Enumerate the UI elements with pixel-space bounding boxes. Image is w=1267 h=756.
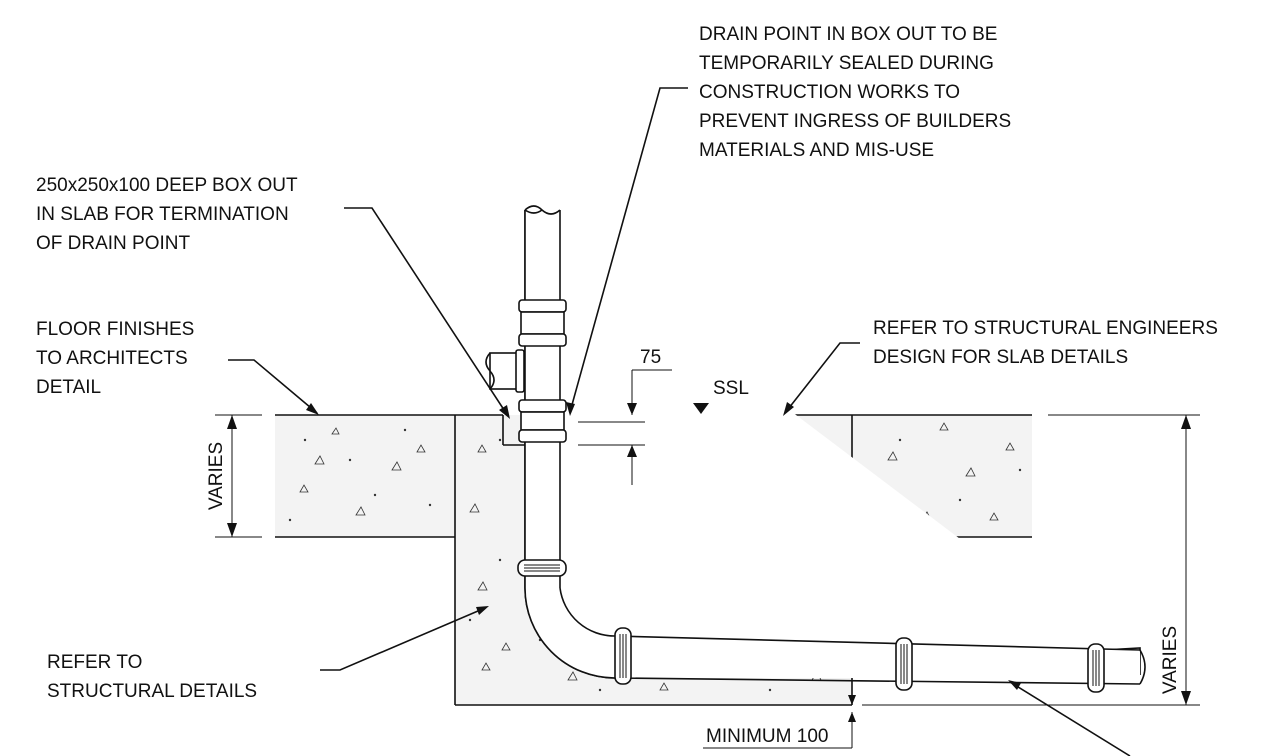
svg-text:OF DRAIN POINT: OF DRAIN POINT (36, 233, 191, 254)
svg-text:TEMPORARILY SEALED DURING: TEMPORARILY SEALED DURING (699, 53, 994, 74)
leader-lines (228, 87, 1131, 756)
svg-text:CONSTRUCTION WORKS TO: CONSTRUCTION WORKS TO (699, 82, 960, 103)
extension-lines (215, 414, 1200, 706)
note-structural-engineers: REFER TO STRUCTURAL ENGINEERS DESIGN FOR… (873, 318, 1218, 368)
svg-text:TO ARCHITECTS: TO ARCHITECTS (36, 348, 188, 369)
svg-text:MATERIALS AND MIS-USE: MATERIALS AND MIS-USE (699, 140, 934, 161)
svg-text:IN SLAB FOR TERMINATION: IN SLAB FOR TERMINATION (36, 204, 289, 225)
svg-text:FLOOR FINISHES: FLOOR FINISHES (36, 319, 194, 340)
svg-text:DESIGN FOR SLAB DETAILS: DESIGN FOR SLAB DETAILS (873, 347, 1128, 368)
dim-slab-varies: VARIES (206, 442, 227, 510)
svg-text:PREVENT INGRESS OF BUILDERS: PREVENT INGRESS OF BUILDERS (699, 111, 1011, 132)
note-drain-point: DRAIN POINT IN BOX OUT TO BE TEMPORARILY… (699, 24, 1011, 161)
svg-text:DETAIL: DETAIL (36, 377, 101, 398)
dimension-lines (227, 369, 1191, 749)
note-structural-details: REFER TO STRUCTURAL DETAILS (47, 652, 257, 702)
note-box-out: 250x250x100 DEEP BOX OUT IN SLAB FOR TER… (36, 175, 298, 254)
svg-text:DRAIN POINT IN BOX OUT TO BE: DRAIN POINT IN BOX OUT TO BE (699, 24, 997, 45)
note-floor-finishes: FLOOR FINISHES TO ARCHITECTS DETAIL (36, 319, 194, 398)
dim-box-out-depth: 75 (640, 347, 661, 368)
svg-text:STRUCTURAL DETAILS: STRUCTURAL DETAILS (47, 681, 257, 702)
svg-text:REFER TO: REFER TO (47, 652, 142, 673)
dim-minimum-cover: MINIMUM 100 (706, 726, 828, 747)
dim-depth-varies: VARIES (1160, 626, 1181, 694)
svg-text:REFER TO STRUCTURAL ENGINEERS: REFER TO STRUCTURAL ENGINEERS (873, 318, 1218, 339)
svg-text:250x250x100 DEEP BOX OUT: 250x250x100 DEEP BOX OUT (36, 175, 298, 196)
drain-pipe (485, 205, 1146, 693)
ssl-label: SSL (713, 378, 749, 399)
